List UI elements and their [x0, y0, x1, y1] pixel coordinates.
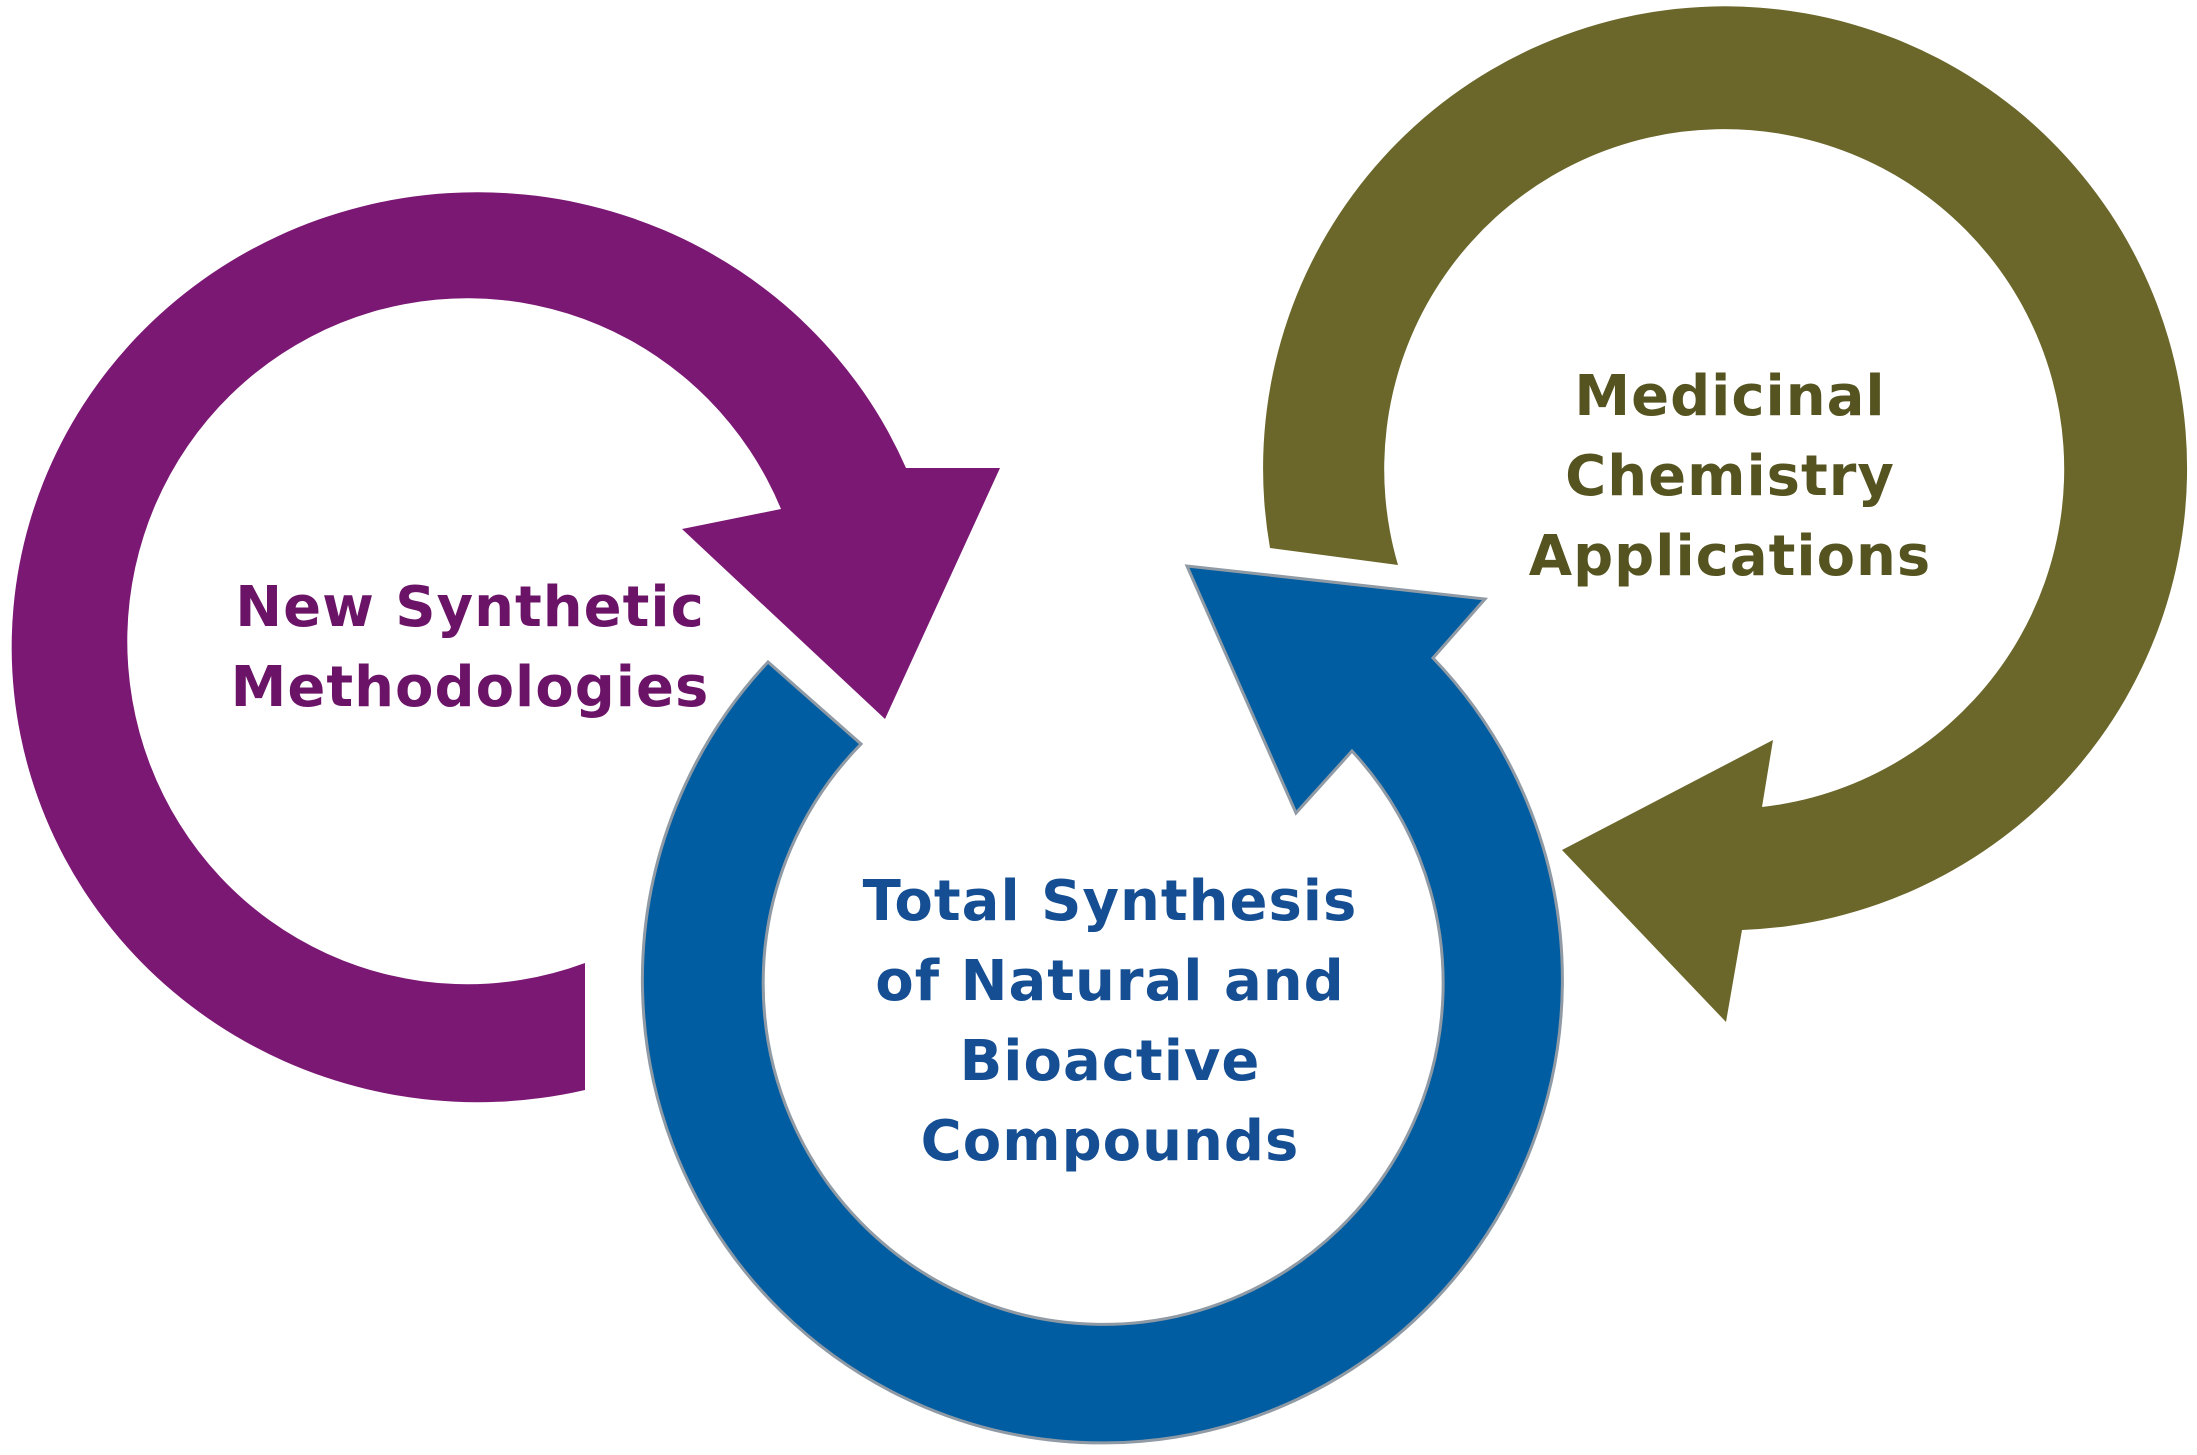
medicinal-label-line: Applications — [1528, 524, 1932, 589]
total-synthesis-label-line: Bioactive — [959, 1029, 1261, 1094]
methodologies-label-line: Methodologies — [230, 655, 710, 720]
methodologies-label: New Synthetic Methodologies — [190, 568, 750, 728]
medicinal-label-line: Chemistry — [1565, 444, 1895, 509]
total-synthesis-label-line: Total Synthesis — [862, 869, 1358, 934]
total-synthesis-label-line: of Natural and — [875, 949, 1345, 1014]
medicinal-label: Medicinal Chemistry Applications — [1480, 357, 1980, 597]
methodologies-label-line: New Synthetic — [235, 575, 705, 640]
total-synthesis-label-line: Compounds — [920, 1109, 1300, 1174]
methodologies-cycle-arrow — [11, 192, 1001, 1103]
total-synthesis-label: Total Synthesis of Natural and Bioactive… — [810, 862, 1410, 1182]
total-synthesis-cycle-arrow — [640, 564, 1564, 1445]
medicinal-label-line: Medicinal — [1574, 364, 1886, 429]
medicinal-cycle-arrow — [1263, 6, 2188, 1023]
